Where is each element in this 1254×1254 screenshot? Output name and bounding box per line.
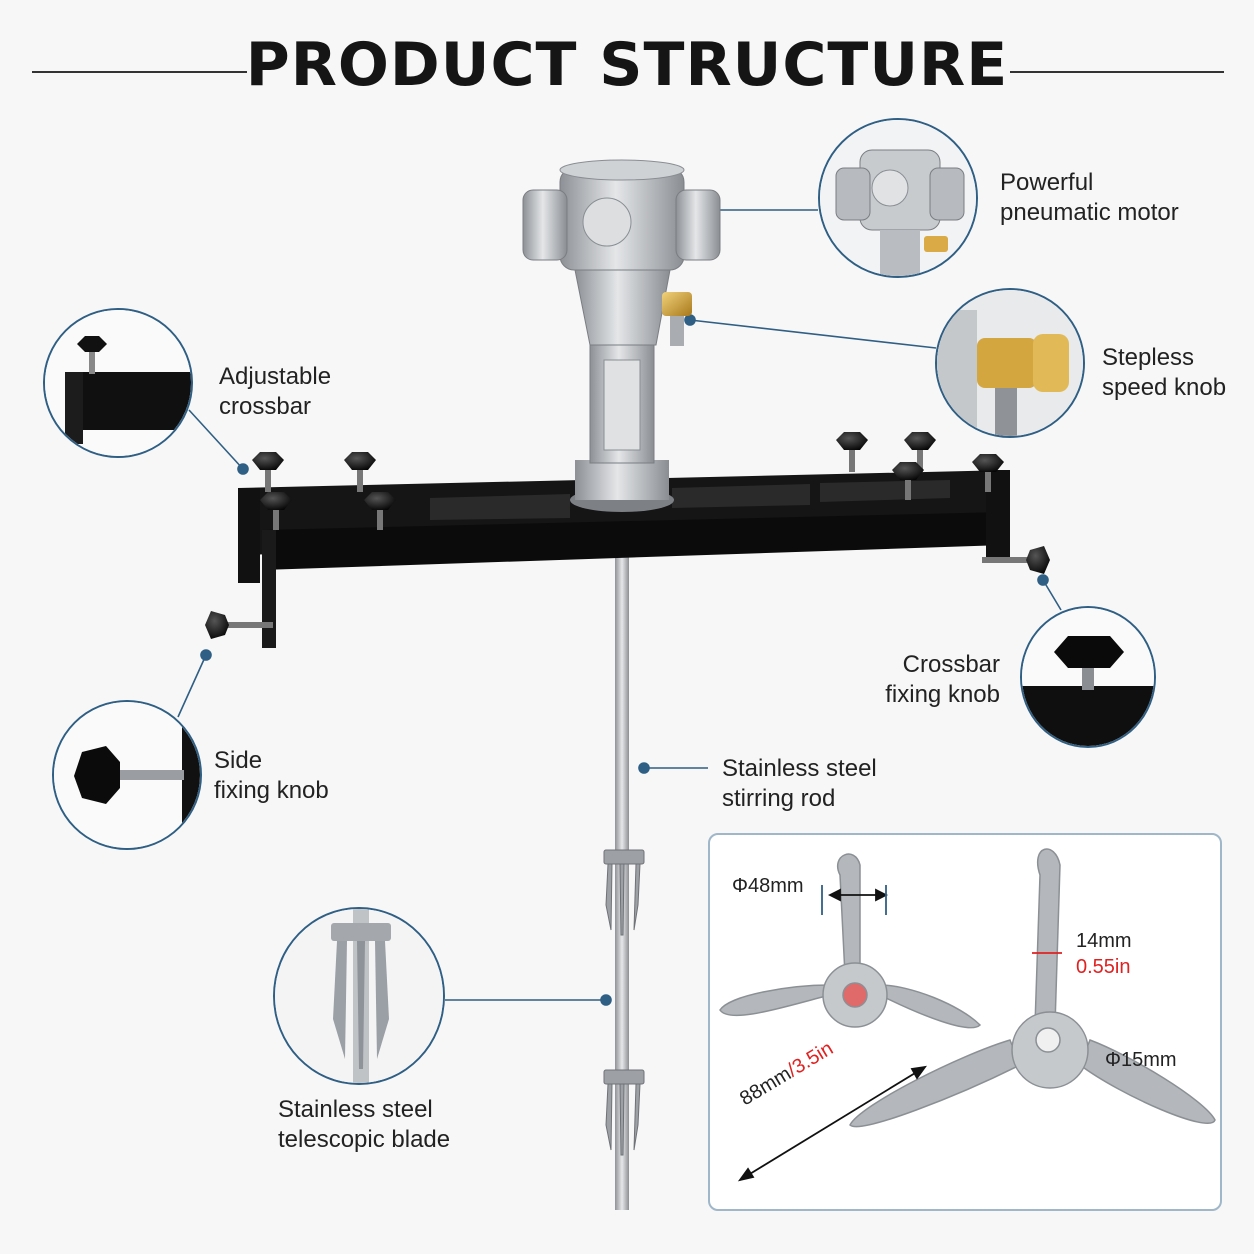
blade-callout-circle: [273, 907, 445, 1085]
label-crossbar: Adjustable crossbar: [219, 363, 332, 420]
pneumatic-motor: [522, 159, 721, 512]
dim-thickness-in: 0.55in: [1076, 956, 1131, 978]
rod-blade-upper: [603, 849, 645, 936]
title-rule-left: [32, 71, 247, 73]
blade-dimensions-drawing: [719, 848, 1216, 1182]
fixing-knob-icon: [1022, 608, 1154, 746]
dim-blade-diameter: Φ48mm: [732, 875, 804, 897]
title-rule-right: [1010, 71, 1224, 73]
motor-callout-circle: [818, 118, 978, 278]
blade-dimensions-panel: Φ48mm 14mm 0.55in Φ15mm 88mm/3.5in: [708, 833, 1222, 1211]
label-side-knob: Side fixing knob: [214, 747, 329, 804]
crossbar-callout-circle: [43, 308, 193, 458]
leader-dot-crossbar-knob: [1037, 574, 1049, 586]
telescopic-blade-icon: [275, 909, 443, 1083]
rod-blade-lower: [603, 1069, 645, 1156]
side-knob-callout-circle: [52, 700, 202, 850]
label-crossbar-knob: Crossbar fixing knob: [885, 651, 1000, 708]
motor-closeup-icon: [820, 120, 976, 276]
label-blade: Stainless steel telescopic blade: [278, 1096, 451, 1153]
dim-thickness-mm: 14mm: [1076, 930, 1132, 952]
label-speed-knob: Stepless speed knob: [1102, 344, 1227, 401]
crossbar-closeup-icon: [45, 310, 191, 456]
label-motor: Powerful pneumatic motor: [1000, 169, 1179, 226]
speed-knob-callout-circle: [935, 288, 1085, 438]
side-knob-icon: [54, 702, 200, 848]
crossbar-frame: [238, 470, 1010, 648]
leader-dot-side-knob: [200, 649, 212, 661]
dimension-lines: [737, 885, 1062, 1182]
dim-hub-diameter: Φ15mm: [1105, 1049, 1177, 1071]
leader-dot-speed-knob: [684, 314, 696, 326]
crossbar-knob-callout-circle: [1020, 606, 1156, 748]
brass-valve-icon: [937, 290, 1083, 436]
open-blade-shape: [849, 848, 1216, 1128]
crossbar-knobs: [205, 432, 1050, 639]
folded-blade-shape: [719, 853, 982, 1029]
page-title: PRODUCT STRUCTURE: [245, 30, 1009, 100]
leader-dot-blade: [600, 994, 612, 1006]
label-rod: Stainless steel stirring rod: [722, 755, 877, 812]
leader-dot-rod: [638, 762, 650, 774]
leader-dot-crossbar: [237, 463, 249, 475]
